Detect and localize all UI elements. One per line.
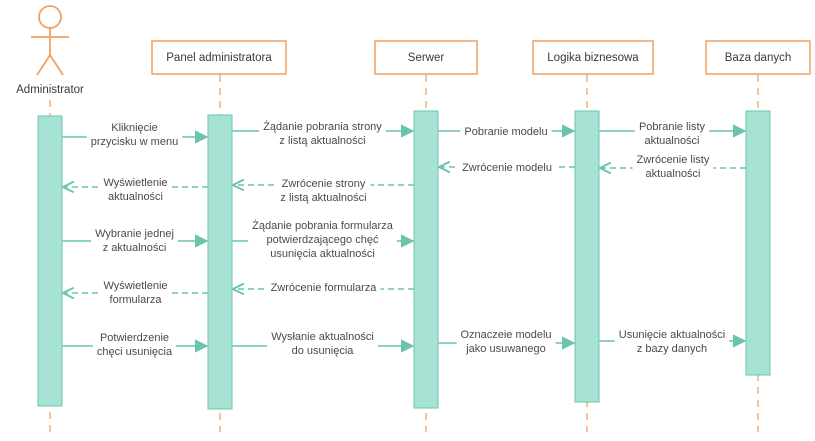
message-label: jako usuwanego <box>465 343 546 355</box>
participant-label: Logika biznesowa <box>547 52 639 64</box>
message: Wysłanie aktualności do usunięcia <box>232 329 415 358</box>
message-label: Wybranie jednej <box>95 228 174 240</box>
participant-label: Baza danych <box>725 52 792 64</box>
message: Wyświetlenie formularza <box>63 278 208 307</box>
participant-label: Panel administratora <box>166 52 272 64</box>
message-label: z listą aktualności <box>280 192 366 204</box>
message: Oznaczeie modelu jako usuwanego <box>438 327 576 356</box>
message-label: Żądanie pobrania formularza <box>252 219 394 232</box>
message-label: z aktualności <box>103 242 167 254</box>
message-label: Pobranie listy <box>639 121 706 133</box>
message: Zwrócenie formularza <box>233 280 414 295</box>
stick-figure-icon <box>31 5 69 76</box>
message-label-background <box>458 160 556 175</box>
message-label: Zwrócenie listy <box>637 154 710 166</box>
message-label-background <box>614 327 730 356</box>
message-label: aktualności <box>645 168 700 180</box>
message-label-background <box>632 152 714 181</box>
message: Zwrócenie strony z listą aktualności <box>233 176 414 205</box>
message-label: Zwrócenie modelu <box>462 162 552 174</box>
message-label: Zwrócenie formularza <box>271 282 378 294</box>
message: Pobranie modelu <box>438 124 576 139</box>
message-label: formularza <box>110 294 163 306</box>
activation-db <box>745 110 771 376</box>
message-label-background <box>634 119 710 148</box>
message: Żądanie pobrania strony z listą aktualnoś… <box>232 119 415 148</box>
message-label: z listą aktualności <box>279 135 365 147</box>
activation-panel <box>207 114 233 410</box>
message-label-background <box>276 176 371 205</box>
message-label: Wyświetlenie <box>103 177 167 189</box>
message: Pobranie listy aktualności <box>599 119 747 148</box>
message-label: potwierdzającego chęć <box>267 234 379 246</box>
message-label-background <box>99 175 172 204</box>
message: Potwierdzenie chęci usunięcia <box>62 330 209 359</box>
message-label: Usunięcie aktualności <box>619 329 725 341</box>
message: Zwrócenie listy aktualności <box>600 152 746 181</box>
message-label-background <box>456 327 556 356</box>
message-label: aktualności <box>108 191 163 203</box>
activations <box>37 110 771 410</box>
message-label: przycisku w menu <box>91 136 178 148</box>
activation-logic <box>574 110 600 403</box>
message: Zwrócenie modelu <box>439 160 575 175</box>
participant-panel: Panel administratora <box>151 40 287 75</box>
message-label-background <box>91 226 178 255</box>
message: Kliknięcie przycisku w menu <box>62 120 209 149</box>
message-label: aktualności <box>644 135 699 147</box>
participant-db: Baza danych <box>705 40 811 75</box>
message-label-background <box>267 329 378 358</box>
message-label-background <box>86 120 183 149</box>
message-label: chęci usunięcia <box>97 346 173 358</box>
actor-administrator: Administrator <box>16 5 84 96</box>
participant-label: Serwer <box>408 52 445 64</box>
message-label-background <box>460 124 552 139</box>
activation-server <box>413 110 439 409</box>
message: Żądanie pobrania formularza potwierdzając… <box>232 218 415 261</box>
message-label: z bazy danych <box>637 343 707 355</box>
message: Wybranie jednej z aktualności <box>62 226 209 255</box>
message-label: Potwierdzenie <box>100 332 169 344</box>
message-label-background <box>266 280 381 295</box>
participant-logic: Logika biznesowa <box>532 40 654 75</box>
activation-admin <box>37 115 63 407</box>
message-label: Pobranie modelu <box>464 126 547 138</box>
message: Usunięcie aktualności z bazy danych <box>599 327 747 356</box>
message-label-background <box>248 218 397 261</box>
message: Wyświetlenie aktualności <box>63 175 208 204</box>
actor-label: Administrator <box>16 84 84 96</box>
message-label: Wysłanie aktualności <box>271 331 374 343</box>
message-label-background <box>92 330 177 359</box>
participant-server: Serwer <box>374 40 478 75</box>
message-label-background <box>99 278 172 307</box>
message-label: do usunięcia <box>292 345 355 357</box>
message-label: Wyświetlenie <box>103 280 167 292</box>
message-label-background <box>259 119 386 148</box>
message-label: Kliknięcie <box>111 122 157 134</box>
message-label: usunięcia aktualności <box>270 248 375 260</box>
message-label: Zwrócenie strony <box>282 178 366 190</box>
message-label: Żądanie pobrania strony <box>263 120 382 133</box>
message-label: Oznaczeie modelu <box>460 329 551 341</box>
